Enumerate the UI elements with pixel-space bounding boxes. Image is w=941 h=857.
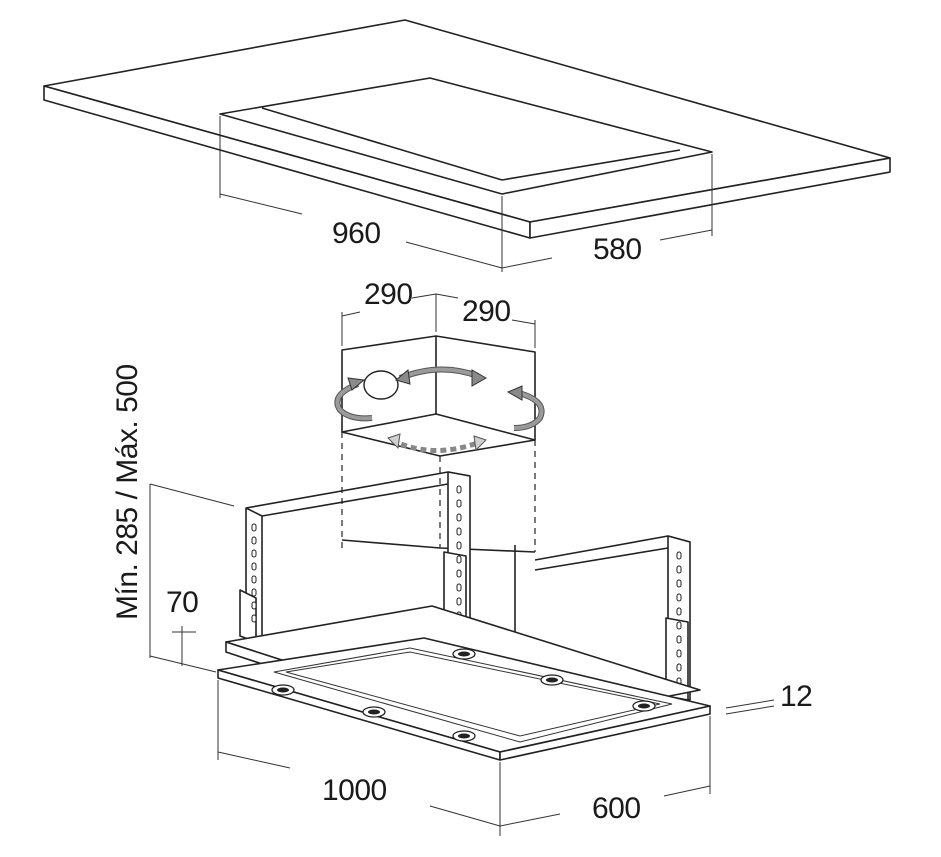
column-dimension-lines — [341, 293, 536, 348]
dim-column-width-a: 290 — [364, 278, 413, 311]
dim-ceiling-cutout-length: 960 — [332, 217, 381, 250]
frame-hole — [456, 513, 462, 522]
frame-hole — [456, 583, 462, 592]
frame-holes — [251, 485, 682, 686]
height-dimension-lines — [149, 483, 235, 673]
dim-column-width-b: 290 — [462, 295, 511, 328]
panel-thickness-lines — [725, 699, 775, 715]
frame-hole — [251, 549, 257, 558]
frame-hole — [251, 614, 257, 623]
frame-hole — [676, 621, 682, 630]
frame-hole — [456, 569, 462, 578]
frame-hole — [251, 588, 257, 597]
duct-column — [341, 335, 536, 640]
frame-hole — [676, 579, 682, 588]
frame-hole — [251, 562, 257, 571]
frame-hole — [456, 527, 462, 536]
frame-hole — [676, 649, 682, 658]
hood-dimension-lines — [217, 680, 711, 836]
frame-hole — [676, 635, 682, 644]
ceiling-slab — [43, 19, 891, 239]
dim-height-range: Mín. 285 / Máx. 500 — [111, 364, 144, 620]
frame-hole — [456, 485, 462, 494]
frame-hole — [456, 555, 462, 564]
dim-hood-length: 1000 — [322, 774, 387, 807]
frame-hole — [251, 536, 257, 545]
dim-frame-height: 70 — [166, 586, 198, 619]
frame-hole — [456, 541, 462, 550]
frame-hole — [456, 499, 462, 508]
frame-hole — [456, 597, 462, 606]
frame-hole — [676, 593, 682, 602]
light-spot-icon — [271, 648, 656, 742]
dim-hood-width: 600 — [592, 792, 641, 825]
frame-hole — [676, 663, 682, 672]
frame-hole — [251, 575, 257, 584]
rotation-arrow-icon — [334, 366, 545, 453]
dim-ceiling-cutout-width: 580 — [593, 233, 642, 266]
frame-hole — [676, 551, 682, 560]
ceiling-dimension-lines — [219, 116, 713, 272]
frame-hole — [251, 601, 257, 610]
frame-hole — [676, 565, 682, 574]
dim-panel-thickness: 12 — [780, 680, 812, 713]
frame-hole — [676, 607, 682, 616]
frame-hole — [251, 523, 257, 532]
